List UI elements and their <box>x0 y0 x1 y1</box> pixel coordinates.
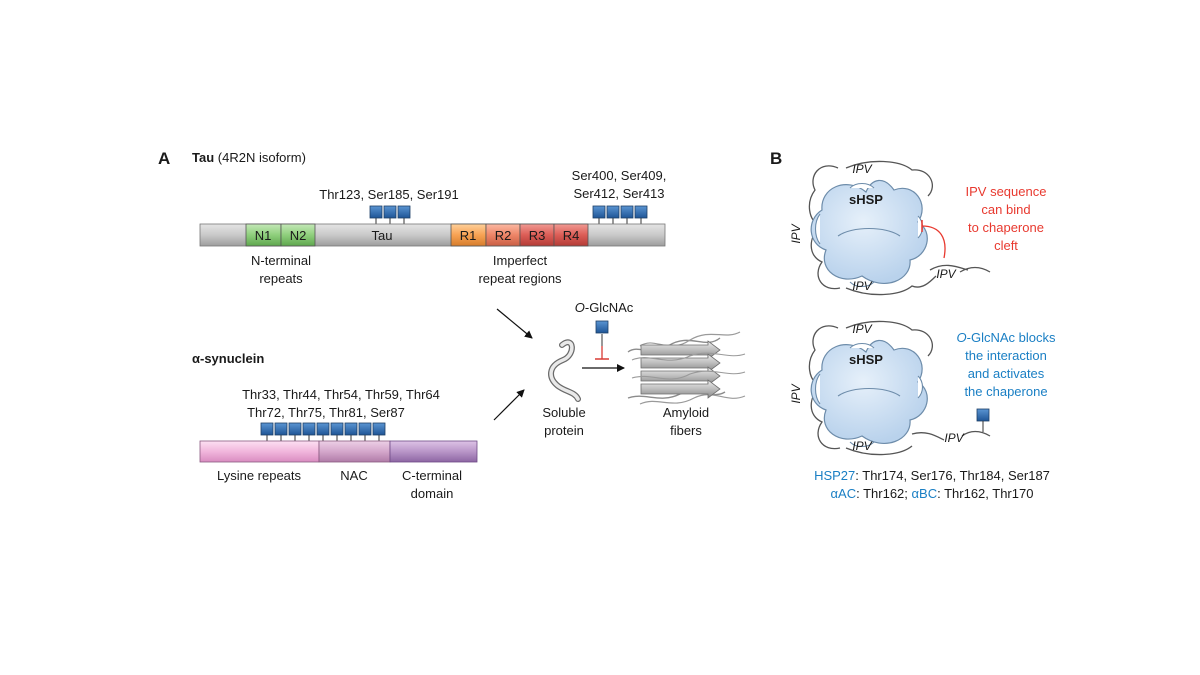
ipv-note-line2: can bind <box>981 202 1030 217</box>
glcnac-square <box>330 422 344 442</box>
asyn-cterm-label-line2: domain <box>411 486 454 501</box>
amyloid-label-line1: Amyloid <box>663 405 709 420</box>
soluble-label-line1: Soluble <box>542 405 585 420</box>
glcnac-square <box>274 422 288 442</box>
tau-glcnac-group-2 <box>592 205 648 225</box>
glcnac-square <box>316 422 330 442</box>
tau-bar: N1 N2 Tau R1 R2 R3 R4 <box>199 223 666 247</box>
panel-a-letter: A <box>158 149 170 168</box>
glcnac-square <box>606 205 620 225</box>
asyn-lysine-label: Lysine repeats <box>217 468 302 483</box>
tau-sites-label-1: Thr123, Ser185, Ser191 <box>319 187 458 202</box>
tau-sites-label-2-line2: Ser412, Ser413 <box>573 186 664 201</box>
glcnac-square <box>369 205 383 225</box>
glcnac-square <box>595 320 609 334</box>
soluble-label-line2: protein <box>544 423 584 438</box>
tau-nterm-label-line1: N-terminal <box>251 253 311 268</box>
abc-site-list: : Thr162, Thr170 <box>937 486 1033 501</box>
abc-name: αBC <box>912 486 938 501</box>
ipv-note-line4: cleft <box>994 238 1018 253</box>
asyn-nac-label: NAC <box>340 468 367 483</box>
tau-title-isoform: (4R2N isoform) <box>214 150 306 165</box>
oglcnac-label: O-GlcNAc <box>575 300 634 315</box>
asyn-domain-nac <box>318 440 391 463</box>
hsp27-site-list: : Thr174, Ser176, Thr184, Ser187 <box>855 468 1050 483</box>
soluble-protein-shape <box>548 339 581 402</box>
aac-site-list: : Thr162; <box>856 486 911 501</box>
glcnac-square <box>344 422 358 442</box>
ipv-binding-arrow <box>921 225 946 259</box>
tau-domain-r3-label: R3 <box>529 228 546 243</box>
asyn-domain-lysine <box>199 440 320 463</box>
shsp-label-bottom: sHSP <box>849 352 883 367</box>
glcnac-square <box>383 205 397 225</box>
ipv-label: IPV <box>789 383 803 403</box>
ipv-note-line1: IPV sequence <box>966 184 1047 199</box>
glcnac-square <box>620 205 634 225</box>
ipv-note-line3: to chaperone <box>968 220 1044 235</box>
oglcnac-note-rest: -GlcNAc blocks <box>967 330 1056 345</box>
tau-domain-r2-label: R2 <box>495 228 512 243</box>
asyn-glcnac-group <box>260 422 386 442</box>
glcnac-square <box>358 422 372 442</box>
asyn-domain-cterm <box>389 440 478 463</box>
ipv-label: IPV <box>852 322 872 336</box>
shsp-label-top: sHSP <box>849 192 883 207</box>
glcnac-square <box>260 422 274 442</box>
hsp27-name: HSP27 <box>814 468 855 483</box>
ipv-label: IPV <box>936 267 956 281</box>
oglcnac-note-line4: the chaperone <box>964 384 1047 399</box>
oglcnac-label-o: O <box>575 300 585 315</box>
panel-b-letter: B <box>770 149 782 168</box>
tau-domain-r4-label: R4 <box>563 228 580 243</box>
ipv-label: IPV <box>789 223 803 243</box>
tau-domain-r1-label: R1 <box>460 228 477 243</box>
amyloid-fibers-shape <box>627 331 746 405</box>
glcnac-square <box>397 205 411 225</box>
tau-domain-n2 <box>280 223 316 247</box>
asyn-to-soluble-arrow <box>493 389 525 421</box>
glcnac-square <box>372 422 386 442</box>
oglcnac-note-line3: and activates <box>968 366 1045 381</box>
oglcnac-note-line2: the interaction <box>965 348 1047 363</box>
asyn-sites-line2: Thr72, Thr75, Thr81, Ser87 <box>247 405 405 420</box>
crystallin-sites: αAC: Thr162; αBC: Thr162, Thr170 <box>831 486 1034 501</box>
asyn-cterm-label-line1: C-terminal <box>402 468 462 483</box>
aac-name: αAC <box>831 486 857 501</box>
tau-repeat-label-line2: repeat regions <box>478 271 562 286</box>
oglcnac-note-line1: O-GlcNAc blocks <box>957 330 1056 345</box>
asyn-sites-line1: Thr33, Thr44, Thr54, Thr59, Thr64 <box>242 387 440 402</box>
hsp27-sites: HSP27: Thr174, Ser176, Thr184, Ser187 <box>814 468 1050 483</box>
ipv-label: IPV <box>852 162 872 176</box>
tau-repeat-label-line1: Imperfect <box>493 253 548 268</box>
tau-domain-tau-label: Tau <box>372 228 393 243</box>
tau-domain-n1-label: N1 <box>255 228 272 243</box>
oglcnac-label-rest: -GlcNAc <box>585 300 634 315</box>
chaperone-bottom <box>808 320 991 456</box>
tau-domain-r4 <box>553 223 589 247</box>
tau-title: Tau (4R2N isoform) <box>192 150 306 165</box>
tau-glcnac-group-1 <box>369 205 411 225</box>
tau-title-bold: Tau <box>192 150 214 165</box>
amyloid-label-line2: fibers <box>670 423 702 438</box>
oglcnac-note-o: O <box>957 330 967 345</box>
glcnac-square <box>288 422 302 442</box>
chaperone-top <box>808 160 991 296</box>
tau-sites-label-2-line1: Ser400, Ser409, <box>572 168 667 183</box>
asyn-bar <box>199 440 478 463</box>
asyn-title: α-synuclein <box>192 351 264 366</box>
glcnac-square <box>976 408 990 422</box>
ipv-label: IPV <box>944 431 964 445</box>
glcnac-square <box>592 205 606 225</box>
glcnac-square <box>302 422 316 442</box>
ipv-label: IPV <box>852 439 872 453</box>
tau-to-soluble-arrow <box>496 308 533 339</box>
glcnac-square <box>634 205 648 225</box>
ipv-label: IPV <box>852 279 872 293</box>
tau-nterm-label-line2: repeats <box>259 271 303 286</box>
tau-domain-n2-label: N2 <box>290 228 307 243</box>
